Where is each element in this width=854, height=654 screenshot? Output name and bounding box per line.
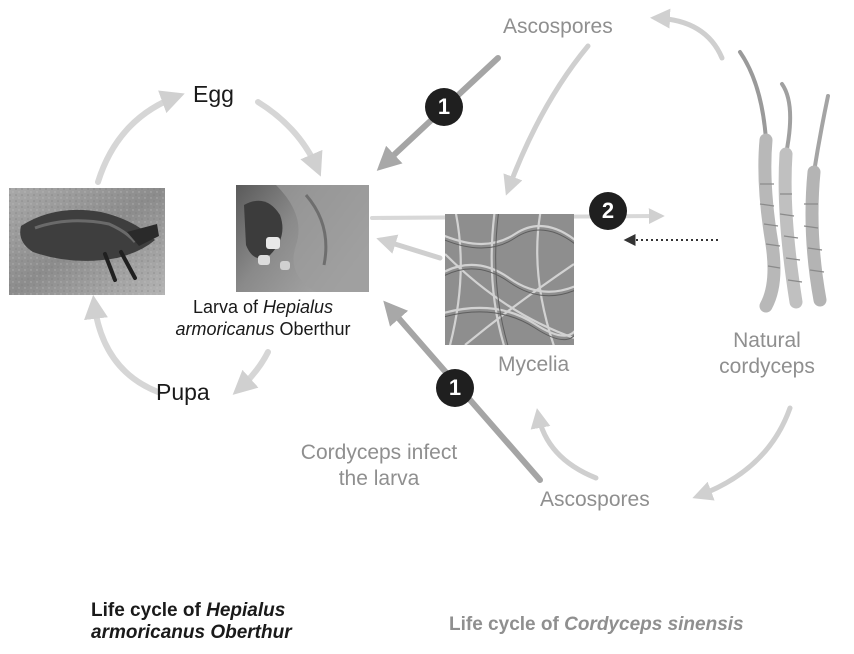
arrow-bottom-ascospores-to-mycelia xyxy=(538,414,596,478)
host-caption-italic-1: Hepialus xyxy=(206,600,285,621)
arrow-adult-to-egg xyxy=(98,96,178,182)
mycelia-label: Mycelia xyxy=(498,352,569,378)
host-caption-prefix: Life cycle of xyxy=(91,600,206,621)
natural-cordyceps-line1: Natural xyxy=(733,329,801,352)
ascospores-top-label: Ascospores xyxy=(503,14,613,40)
infect-label-line2: the larva xyxy=(339,467,420,490)
natural-cordyceps-line2: cordyceps xyxy=(719,355,815,378)
infect-label-line1: Cordyceps infect xyxy=(301,441,457,464)
fungus-cycle-caption: Life cycle of Cordyceps sinensis xyxy=(449,614,744,636)
adult-moth-photo xyxy=(9,188,165,295)
badge-2: 2 xyxy=(589,192,627,230)
arrow-pupa-to-adult xyxy=(94,302,158,392)
pupa-label: Pupa xyxy=(156,378,210,406)
larva-label-line2-italic: armoricanus xyxy=(175,319,274,339)
egg-label: Egg xyxy=(193,80,234,108)
larva-label-prefix: Larva of xyxy=(193,297,263,317)
arrow-egg-to-larva xyxy=(258,102,318,170)
larva-label-italic: Hepialus xyxy=(263,297,333,317)
fungus-caption-italic: Cordyceps sinensis xyxy=(564,614,744,635)
mycelia-photo xyxy=(445,214,574,345)
fungus-caption-prefix: Life cycle of xyxy=(449,614,564,635)
badge-1-top: 1 xyxy=(425,88,463,126)
badge-1-bottom: 1 xyxy=(436,369,474,407)
infect-label: Cordyceps infect the larva xyxy=(276,440,482,491)
ascospores-bottom-label: Ascospores xyxy=(540,487,650,513)
arrow-cordyceps-to-bottom-ascospores xyxy=(698,408,790,496)
arrow-larva-to-pupa xyxy=(238,352,268,390)
natural-cordyceps-image xyxy=(722,44,832,316)
arrow-top-ascospores-to-mycelia xyxy=(508,46,588,190)
host-cycle-caption: Life cycle of Hepialus armoricanus Obert… xyxy=(91,600,292,645)
larva-photo xyxy=(236,185,369,292)
larva-label: Larva of Hepialus armoricanus Oberthur xyxy=(156,297,370,341)
arrow-mycelia-to-larva xyxy=(382,240,440,258)
arrow-cordyceps-to-top-ascospores xyxy=(656,18,722,58)
natural-cordyceps-label: Natural cordyceps xyxy=(712,328,822,379)
larva-label-line2-suffix: Oberthur xyxy=(275,319,351,339)
host-caption-italic-2: armoricanus Oberthur xyxy=(91,622,292,643)
